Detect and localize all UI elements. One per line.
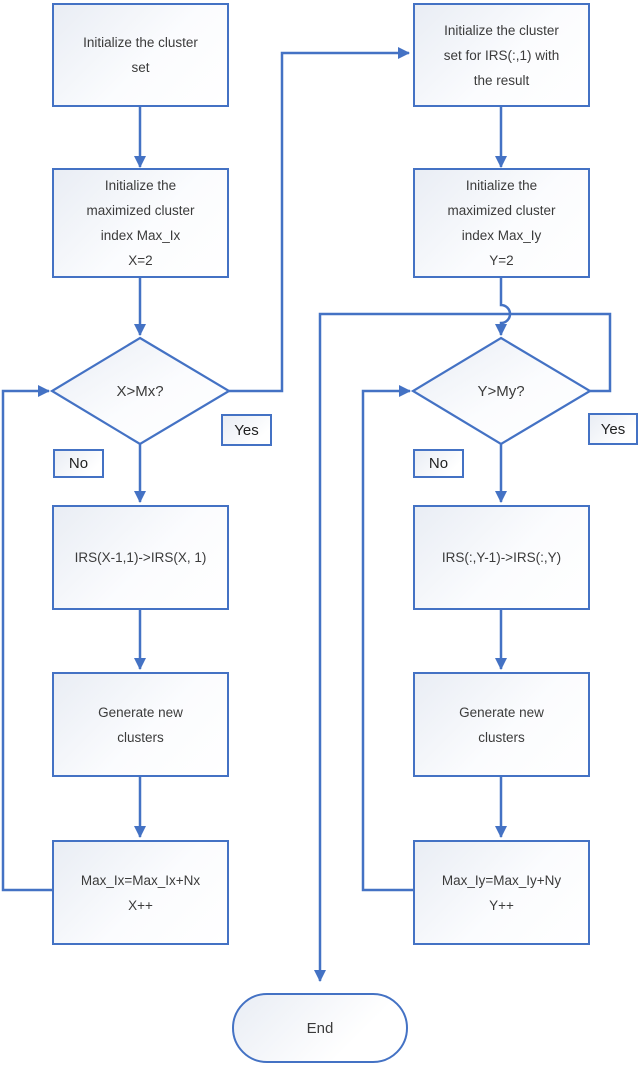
branch-label-left-no: No	[53, 449, 104, 478]
process-left-start: Initialize the cluster set	[52, 3, 229, 107]
process-right-copy: IRS(:,Y-1)->IRS(:,Y)	[413, 505, 590, 610]
connector-right-loopback	[361, 385, 413, 892]
decision-left-label: X>Mx?	[116, 382, 164, 400]
decision-right-label: Y>My?	[477, 382, 525, 400]
branch-label-right-yes: Yes	[588, 413, 638, 445]
connector-right-init-to-decision-with-hop	[495, 278, 512, 336]
process-left-init-index: Initialize the maximized cluster index M…	[52, 168, 229, 278]
branch-label-left-yes: Yes	[221, 414, 272, 446]
process-right-update: Max_Iy=Max_Iy+Ny Y++	[413, 840, 590, 945]
end-terminator: End	[232, 993, 408, 1063]
process-left-generate: Generate new clusters	[52, 672, 229, 777]
process-left-update: Max_Ix=Max_Ix+Nx X++	[52, 840, 229, 945]
process-right-start: Initialize the cluster set for IRS(:,1) …	[413, 3, 590, 107]
process-right-generate: Generate new clusters	[413, 672, 590, 777]
connector-left-yes-to-right-start	[229, 47, 410, 393]
process-left-copy: IRS(X-1,1)->IRS(X, 1)	[52, 505, 229, 610]
branch-label-right-no: No	[413, 449, 464, 478]
process-right-init-index: Initialize the maximized cluster index M…	[413, 168, 590, 278]
connector-left-loopback	[1, 385, 52, 892]
